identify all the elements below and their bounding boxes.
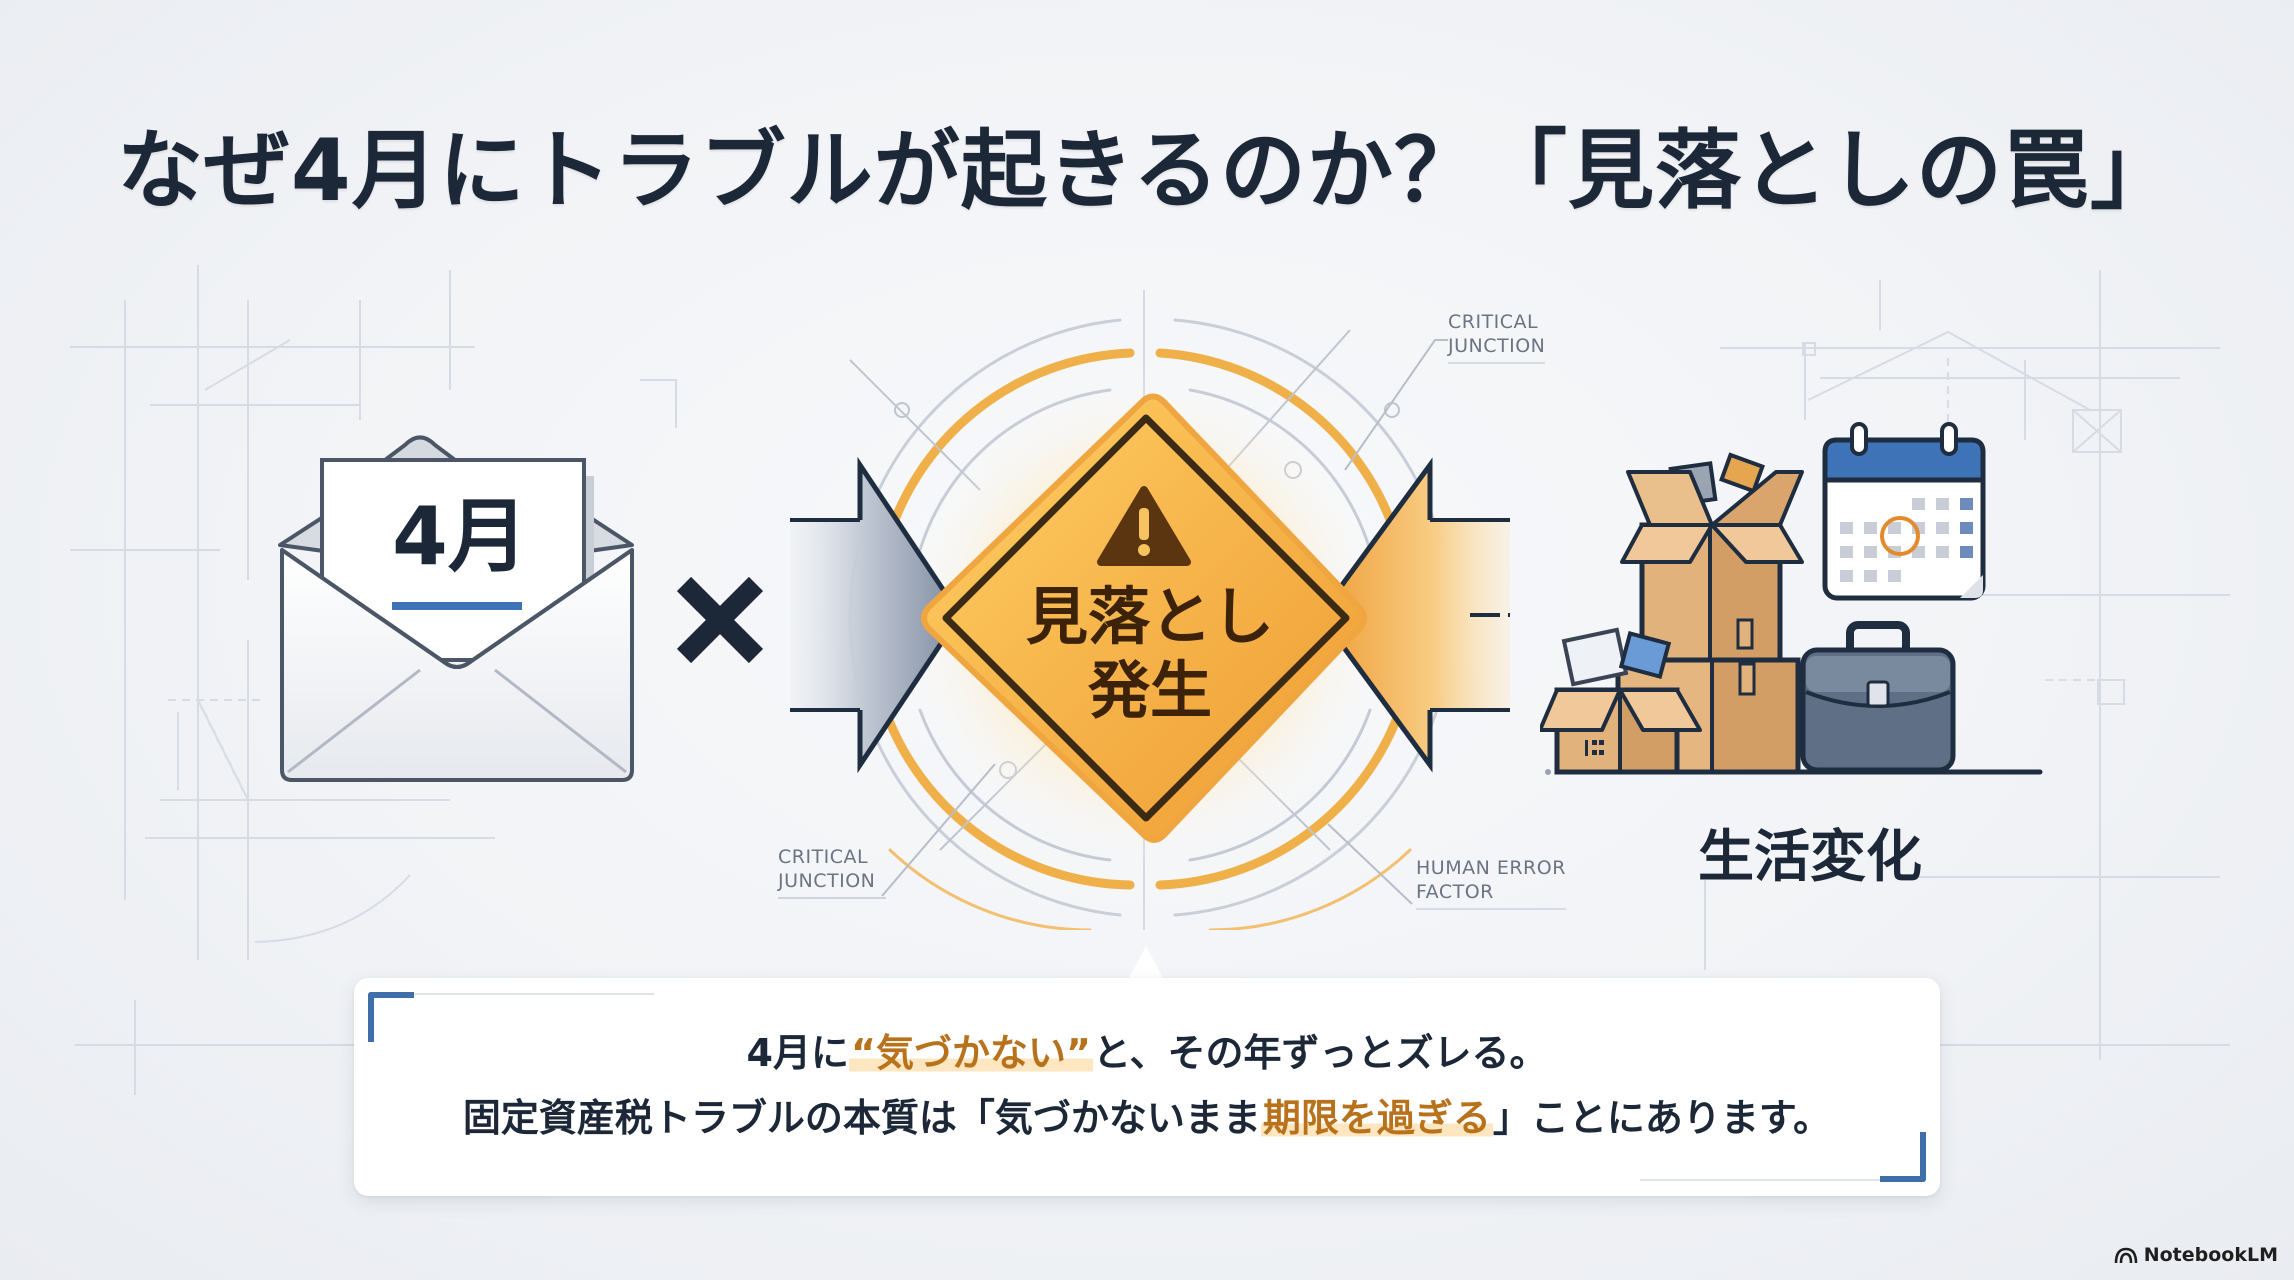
moving-boxes-icon <box>1538 452 1804 775</box>
summary-callout: 4月に“気づかない”と、その年ずっとズレる。 固定資産税トラブルの本質は「気づか… <box>354 978 1940 1196</box>
bracket-bottom-right <box>1880 1132 1926 1182</box>
life-change-illustration <box>1538 420 2080 790</box>
bracket-bottom-right-line <box>1640 1179 1880 1181</box>
oversight-hub: 見落とし 発生 <box>760 290 1550 932</box>
calendar-icon <box>1822 422 1986 601</box>
briefcase-icon <box>1800 621 1956 773</box>
callout-pointer <box>1128 946 1164 980</box>
notebooklm-logo-icon <box>2114 1247 2138 1264</box>
annotation-human-error-factor: HUMAN ERROR FACTOR <box>1416 856 1566 910</box>
annotation-leader-line-bottom-left <box>881 763 996 897</box>
annotation-critical-junction-top: CRITICAL JUNCTION <box>1448 310 1546 364</box>
annotation-critical-junction-bottom: CRITICAL JUNCTION <box>778 845 886 899</box>
warning-diamond-icon <box>760 290 1550 932</box>
letter-month-text: 4月 <box>392 490 528 583</box>
life-change-label: 生活変化 <box>1698 825 1922 890</box>
brand-label: NotebookLM <box>2143 1244 2278 1266</box>
envelope-icon <box>278 435 634 782</box>
callout-line-1: 4月に“気づかない”と、その年ずっとズレる。 <box>746 1031 1548 1075</box>
annotation-leader-line-top <box>1344 339 1448 471</box>
bracket-top-left-line <box>414 993 654 995</box>
annotation-leader-line-bottom-right <box>1327 823 1413 905</box>
page-title: なぜ4月にトラブルが起きるのか？「見落としの罠」 <box>116 121 2178 221</box>
multiply-sign <box>670 570 770 670</box>
envelope-illustration: 4月 <box>270 420 650 790</box>
callout-highlight-1: “気づかない” <box>848 1031 1093 1075</box>
callout-line-2: 固定資産税トラブルの本質は「気づかないまま期限を過ぎる」ことにあります。 <box>462 1096 1832 1140</box>
multiply-icon <box>676 576 764 664</box>
oversight-line1: 見落とし <box>1025 580 1274 653</box>
callout-highlight-2: 期限を過ぎる <box>1260 1096 1493 1140</box>
brand-watermark: NotebookLM <box>2114 1244 2278 1266</box>
oversight-line2: 発生 <box>1087 654 1212 727</box>
bracket-top-left <box>368 992 414 1042</box>
